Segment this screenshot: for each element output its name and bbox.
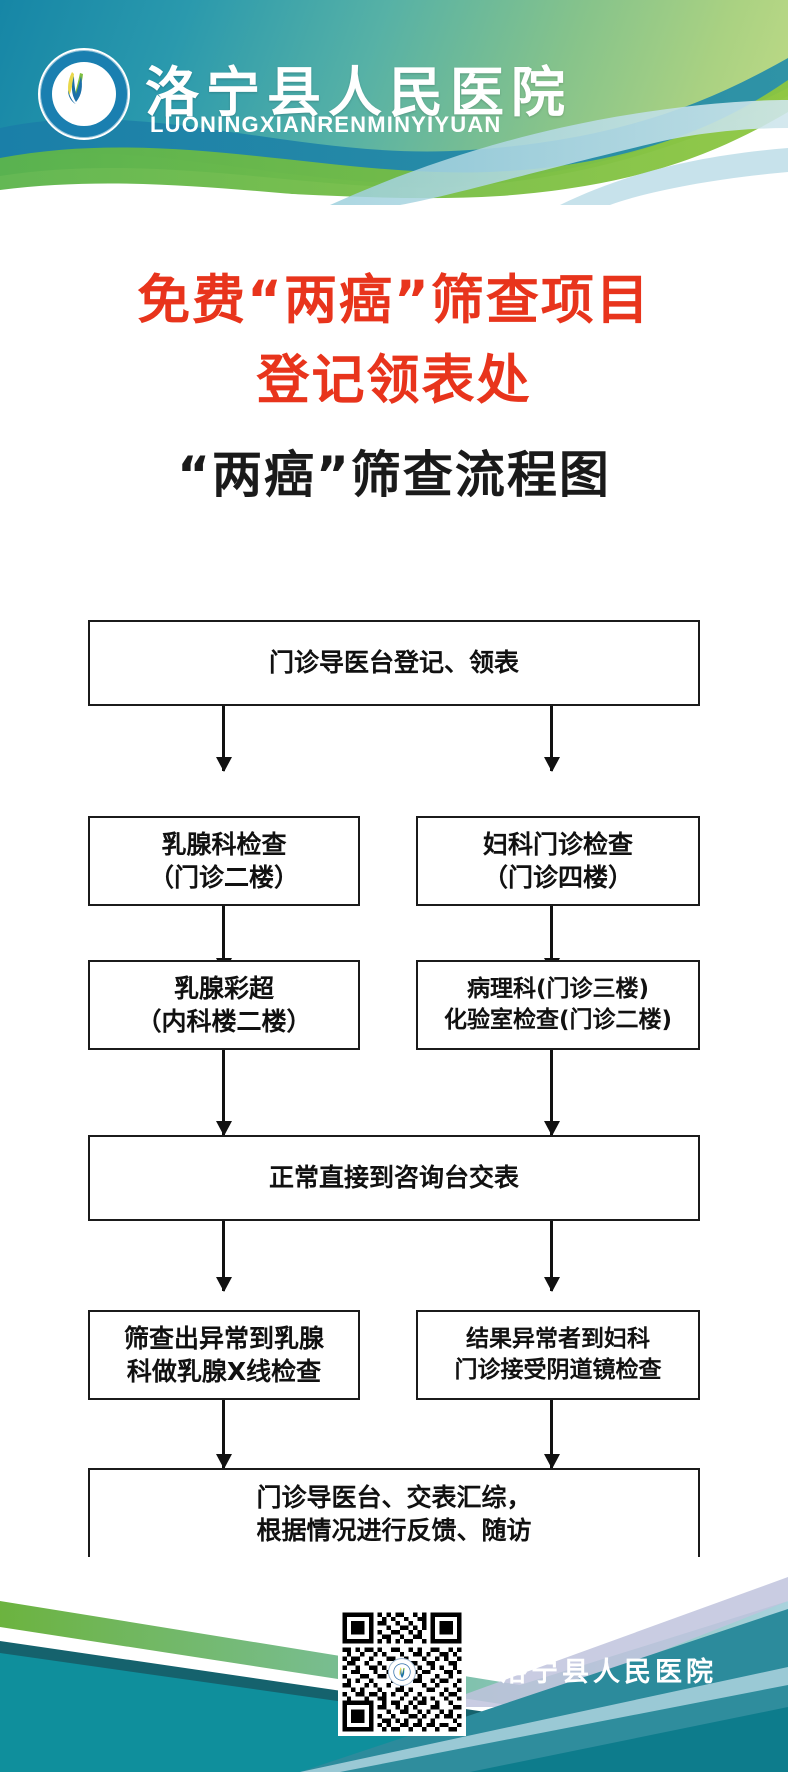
flow-node-line: （门诊四楼）	[482, 863, 633, 892]
page-title-red-line-2: 登记领表处	[256, 350, 532, 411]
flow-node-line: 门诊导医台登记、领表	[268, 648, 519, 678]
flow-node-n5: 病理科(门诊三楼) 化验室检查(门诊二楼)	[416, 960, 700, 1050]
seal-inner	[52, 62, 116, 126]
flow-edge-n7-n9	[222, 1400, 225, 1468]
flow-node-n1: 门诊导医台登记、领表	[88, 620, 700, 706]
flow-node-n2: 乳腺科检查 （门诊二楼）	[88, 816, 360, 906]
seal-leaf-icon	[68, 72, 83, 104]
flow-edge-n5-n6	[550, 1050, 553, 1135]
footer-wave-art	[0, 1557, 788, 1772]
flow-node-n8: 结果异常者到妇科 门诊接受阴道镜检查	[416, 1310, 700, 1400]
hospital-seal-icon	[38, 48, 130, 140]
flow-node-n3: 妇科门诊检查 （门诊四楼）	[416, 816, 700, 906]
seal-ring	[40, 50, 128, 138]
flow-edge-n2-n4	[222, 906, 225, 972]
flow-edge-n6-n7	[222, 1221, 225, 1291]
flow-edge-n4-n6	[222, 1050, 225, 1135]
header-banner: 洛宁县人民医院 LUONINGXIANRENMINYIYUAN	[0, 0, 788, 205]
flow-edge-n8-n9	[550, 1400, 553, 1468]
flow-node-line: （门诊二楼）	[148, 863, 299, 892]
flow-edge-n1-n2	[222, 706, 225, 771]
flow-node-n9: 门诊导医台、交表汇综， 根据情况进行反馈、随访	[88, 1468, 700, 1560]
flow-node-line: 乳腺科检查	[161, 829, 287, 859]
footer-banner	[0, 1557, 788, 1772]
flow-node-line: 乳腺彩超	[173, 973, 274, 1003]
flow-edge-n1-n3	[550, 706, 553, 771]
flow-node-n6: 正常直接到咨询台交表	[88, 1135, 700, 1221]
flow-edge-n3-n5	[550, 906, 553, 972]
flow-edge-n6-n8	[550, 1221, 553, 1291]
hospital-name-en: LUONINGXIANRENMINYIYUAN	[150, 112, 502, 137]
hospital-name-cn: 洛宁县人民医院	[145, 63, 572, 123]
flow-node-line: 化验室检查(门诊二楼)	[443, 1007, 673, 1033]
footer-hospital-name: 洛宁县人民医院	[500, 1657, 717, 1687]
flow-node-line: 门诊导医台、交表汇综，	[256, 1482, 532, 1512]
flow-node-line: 筛查出异常到乳腺	[123, 1323, 324, 1353]
hospital-seal-icon	[388, 1658, 416, 1686]
flow-node-line: 病理科(门诊三楼)	[466, 976, 650, 1003]
flow-node-line: （内科楼二楼）	[136, 1007, 312, 1036]
qr-code-icon[interactable]	[338, 1608, 466, 1736]
page-title-flowchart: “两癌”筛查流程图	[177, 446, 611, 504]
flow-node-line: 科做乳腺X线检查	[126, 1357, 322, 1386]
flow-node-line: 妇科门诊检查	[482, 829, 633, 859]
flow-node-line: 结果异常者到妇科	[466, 1326, 650, 1353]
flow-node-line: 根据情况进行反馈、随访	[256, 1516, 532, 1545]
flow-node-line: 门诊接受阴道镜检查	[454, 1357, 662, 1383]
header-wave-art	[0, 58, 788, 205]
seal-leaf-icon	[393, 1663, 411, 1681]
flow-node-line: 正常直接到咨询台交表	[268, 1163, 519, 1193]
page-title-red-line-1: 免费“两癌”筛查项目	[137, 270, 651, 331]
flow-node-n4: 乳腺彩超 （内科楼二楼）	[88, 960, 360, 1050]
flow-node-n7: 筛查出异常到乳腺 科做乳腺X线检查	[88, 1310, 360, 1400]
